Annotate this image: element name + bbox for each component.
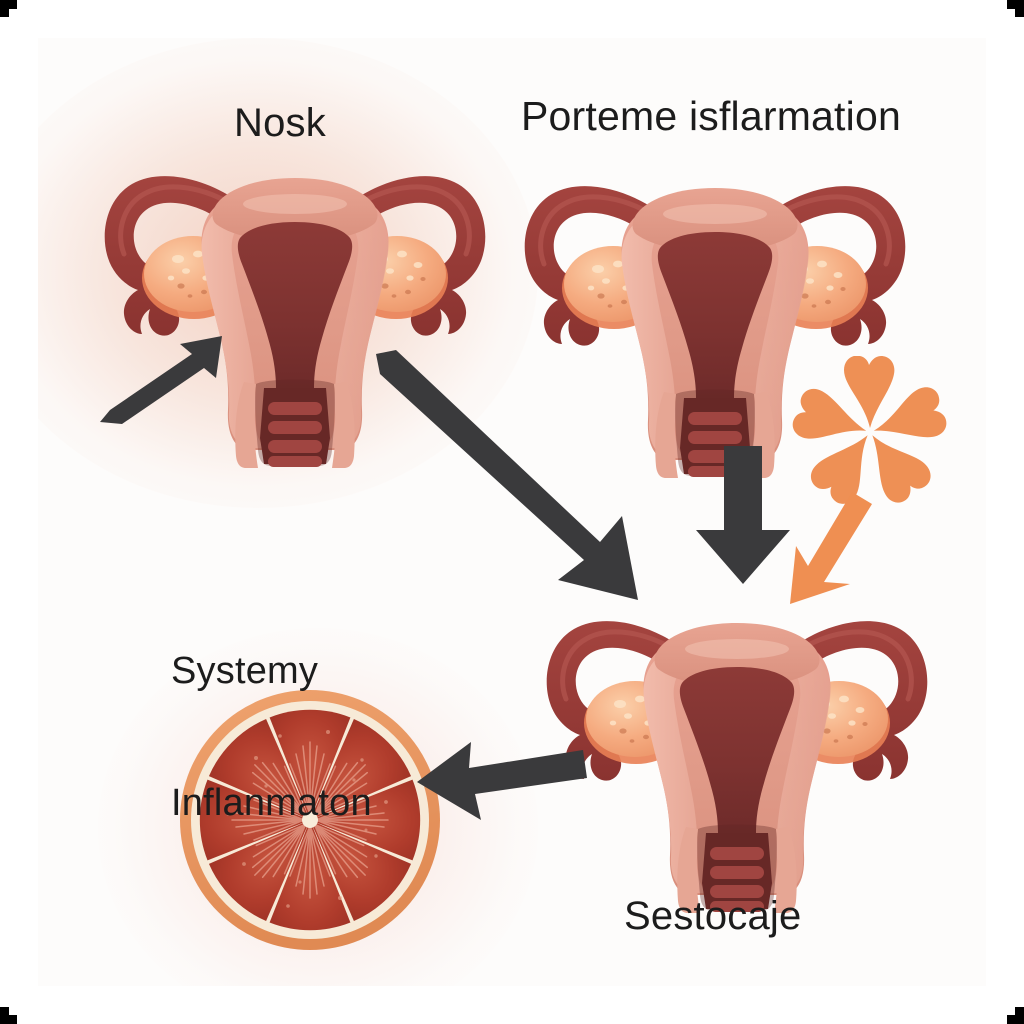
label-systemy-line2: Inflanmaton [171, 782, 372, 825]
fallopian-tube-right [353, 176, 486, 336]
fallopian-tube-left [524, 186, 657, 346]
label-nosk: Nosk [234, 101, 326, 145]
arrow-down [688, 438, 798, 588]
corner-mark-bottom-right [998, 998, 1024, 1024]
citrus-speckles [226, 730, 388, 908]
endometrial-cavity [657, 232, 773, 398]
illustration-panel: Nosk Porteme isflarmation Systemy Inflan… [38, 38, 986, 986]
corner-mark-bottom-left [0, 998, 26, 1024]
arrow-down-left-orange [776, 488, 886, 608]
vaginal-rugae [710, 847, 764, 912]
label-porteme-isflarmation: Porteme isflarmation [521, 93, 901, 139]
citrus-juice-vesicles [231, 741, 389, 899]
cervix-and-canal [235, 379, 355, 468]
corner-mark-top-left [0, 0, 26, 26]
fallopian-tube-left [546, 621, 679, 781]
cervix-and-canal [677, 824, 797, 913]
fallopian-tube-right [795, 621, 928, 781]
label-systemy-inflanmaton: Systemy Inflanmaton [171, 561, 372, 914]
arrow-left [413, 738, 588, 833]
fallopian-tube-left [104, 176, 237, 336]
label-sestocaje: Sestocaje [624, 894, 802, 938]
flower-icon [790, 356, 950, 504]
vaginal-rugae [268, 402, 322, 467]
uterus-illustration-bottom-center [528, 583, 946, 913]
arrow-diagonal-down-right [368, 348, 688, 618]
corner-mark-top-right [998, 0, 1024, 26]
label-systemy-line1: Systemy [171, 650, 319, 693]
fallopian-tube-right [773, 186, 906, 346]
uterus-illustration-top-left [86, 138, 504, 468]
citrus-segments [199, 709, 421, 931]
endometrial-cavity [237, 222, 353, 388]
citrus-slice-illustration [176, 686, 444, 954]
endometrial-cavity [679, 667, 795, 833]
arrow-up-right [96, 330, 236, 430]
